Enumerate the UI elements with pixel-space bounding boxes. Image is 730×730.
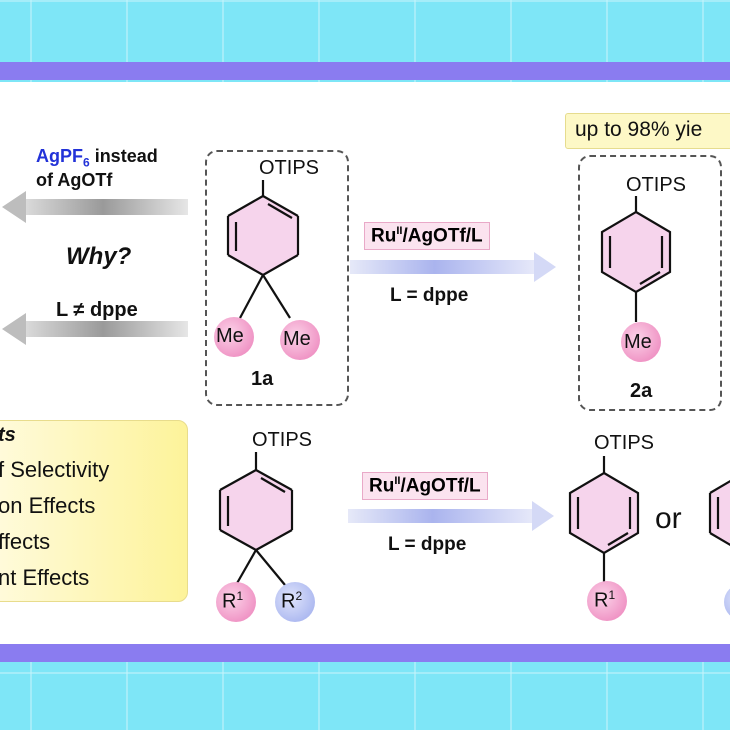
substrate-bottom-structure bbox=[218, 452, 294, 586]
features-heading: ts bbox=[0, 424, 16, 446]
compound-2a-label: 2a bbox=[630, 380, 653, 402]
ligand-top: L = dppe bbox=[390, 285, 469, 306]
compound-1a-structure bbox=[226, 180, 300, 319]
bottom-purple-bar bbox=[0, 644, 730, 662]
compound-2a-structure bbox=[600, 196, 672, 322]
catalyst-bottom: RuII/AgOTf/L bbox=[362, 472, 488, 501]
feature-item: on Effects bbox=[0, 493, 96, 518]
compound-1a-frame bbox=[205, 150, 349, 406]
ligand-bottom: L = dppe bbox=[388, 534, 467, 555]
feature-item: f Selectivity bbox=[0, 457, 110, 482]
product-otips: OTIPS bbox=[594, 432, 655, 454]
reaction-arrow-bottom bbox=[348, 501, 554, 531]
ligand-exclusion: L ≠ dppe bbox=[56, 299, 138, 321]
substrate-otips: OTIPS bbox=[252, 429, 313, 451]
feature-item: ffects bbox=[0, 529, 51, 554]
product-alt-partial bbox=[708, 479, 730, 547]
methyl-ball-left bbox=[214, 317, 254, 357]
compound-1a-me-left: Me bbox=[216, 325, 244, 347]
substrate-r1: R1 bbox=[222, 589, 244, 613]
feature-item: nt Effects bbox=[0, 565, 90, 590]
why-text: Why? bbox=[66, 243, 132, 270]
r2-ball-substrate bbox=[275, 582, 315, 622]
methyl-ball-2a bbox=[621, 322, 661, 362]
product-r1: R1 bbox=[594, 588, 616, 612]
features-box bbox=[0, 420, 188, 602]
product-bottom-structure bbox=[568, 456, 640, 582]
top-purple-bar bbox=[0, 62, 730, 80]
reagent-line2: of AgOTf bbox=[36, 170, 113, 190]
r1-ball-product bbox=[587, 581, 627, 621]
catalyst-top: RuII/AgOTf/L bbox=[364, 222, 490, 251]
compound-1a-otips: OTIPS bbox=[259, 157, 320, 179]
compound-1a-label: 1a bbox=[251, 368, 274, 390]
reagent-instead: instead bbox=[89, 146, 158, 166]
reagent-agpf6: AgPF6 bbox=[36, 146, 90, 170]
substrate-r2: R2 bbox=[281, 589, 303, 613]
r2-ball-product-partial bbox=[724, 588, 730, 616]
left-arrow-lower bbox=[2, 313, 188, 345]
reaction-arrow-top bbox=[350, 252, 556, 282]
left-arrow-upper bbox=[2, 191, 188, 223]
yield-note: up to 98% yie bbox=[575, 118, 703, 141]
compound-2a-me: Me bbox=[624, 331, 652, 353]
r1-ball-substrate bbox=[216, 582, 256, 622]
or-text: or bbox=[655, 502, 682, 535]
compound-2a-frame bbox=[578, 155, 722, 411]
methyl-ball-right bbox=[280, 320, 320, 360]
compound-1a-me-right: Me bbox=[283, 328, 311, 350]
yield-note-box bbox=[565, 113, 730, 149]
reagent-agpf6-line: AgPF6 instead bbox=[36, 146, 158, 170]
compound-2a-otips: OTIPS bbox=[626, 174, 687, 196]
